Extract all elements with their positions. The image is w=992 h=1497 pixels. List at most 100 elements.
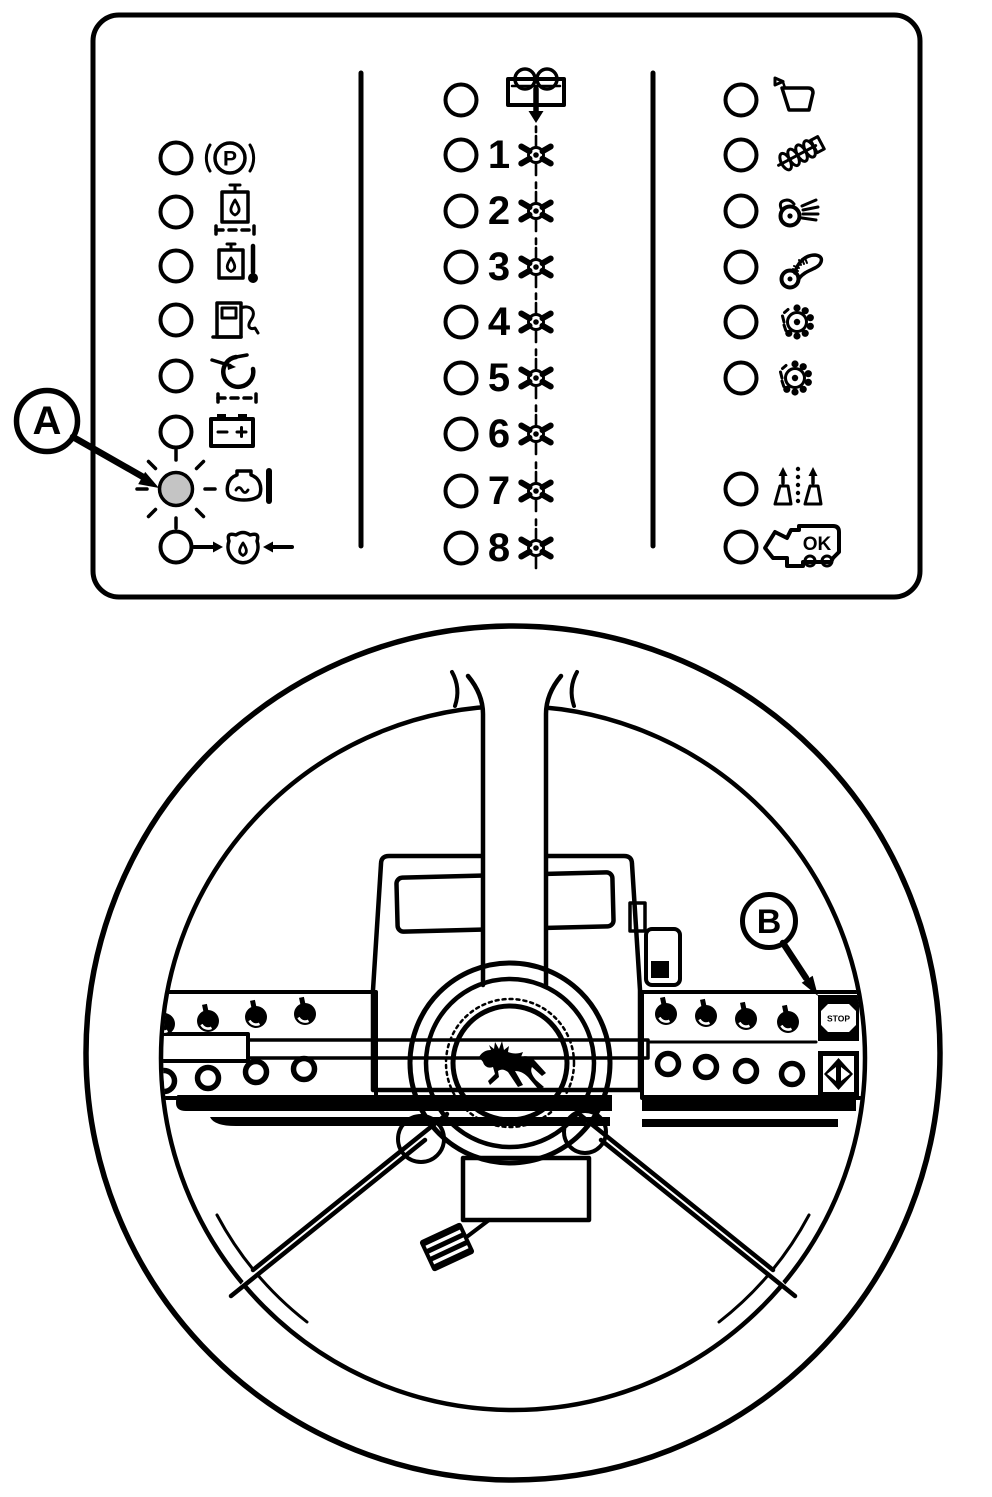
seed-meter-icon: [521, 463, 550, 512]
indicator-row-unit-7: 7: [443, 463, 551, 514]
indicator-row-hopper: [723, 76, 815, 118]
indicator-light: [443, 137, 479, 173]
console-button: [696, 1057, 717, 1078]
right-light-column: OK: [723, 76, 841, 568]
indicator-row-air-restriction: [158, 353, 258, 404]
indicator-light: [723, 529, 759, 565]
indicator-row-seed-delivery: [443, 67, 566, 123]
active-warning-light: [135, 448, 217, 530]
console-button: [246, 1062, 267, 1083]
seed-meter-icon: [521, 520, 550, 569]
stop-octagon: [821, 1004, 856, 1032]
hydraulic-oil-level-icon: [214, 183, 256, 236]
indicator-row-coolant-temperature: [135, 448, 272, 530]
indicator-row-unit-6: 6: [443, 406, 551, 457]
row-number: 2: [488, 189, 510, 233]
left-light-column: P: [135, 140, 294, 565]
seed-meter-icon: [521, 127, 550, 176]
monitor-housing: [370, 853, 643, 1093]
leaping-deer-logo: [479, 1041, 546, 1090]
row-number: 6: [488, 412, 510, 456]
console-knob: [653, 995, 679, 1027]
indicator-light: [158, 140, 194, 176]
seed-meter-icon: [521, 183, 550, 232]
indicator-light: [443, 473, 479, 509]
indicator-light: [158, 529, 194, 565]
indicator-light: [158, 414, 194, 450]
indicator-row-parking-brake: P: [158, 140, 256, 176]
diamond-icon: [824, 1058, 853, 1090]
indicator-light: [443, 193, 479, 229]
indicator-light: [723, 82, 759, 118]
console-knob: [243, 998, 269, 1030]
indicator-row-blower: [723, 193, 820, 229]
indicator-row-oil-pressure: [158, 529, 294, 565]
control-lever-knob: [419, 1222, 475, 1272]
monitor-side-notch: [628, 901, 647, 933]
monitor-bracket-pad: [651, 961, 669, 978]
indicator-row-oil-temperature: [158, 242, 258, 284]
hydraulic-oil-temperature-icon: [217, 242, 258, 283]
indicator-row-hydraulic-oil: [158, 183, 256, 236]
indicator-light: [723, 249, 759, 285]
indicator-row-battery: [158, 414, 255, 450]
column-bracket: [460, 1155, 592, 1223]
console-knob: [292, 995, 318, 1027]
indicator-row-unit-3: 3: [443, 239, 551, 290]
indicator-row-unit-8: 8: [443, 520, 551, 571]
console-button: [658, 1054, 679, 1075]
right-spoke-edge: [576, 1111, 776, 1273]
lever-rod: [246, 1038, 650, 1060]
indicator-row-fuel: [158, 301, 260, 339]
auger-icon: [777, 135, 826, 172]
row-number: 8: [488, 526, 510, 570]
row-number: 5: [488, 356, 510, 400]
callout-b-arrow: [779, 939, 810, 982]
callout-b-letter: B: [757, 903, 782, 941]
row-number: 7: [488, 469, 510, 513]
callout-a-letter: A: [33, 399, 62, 443]
parking-brake-icon: P: [204, 141, 256, 175]
indicator-panel: P: [13, 12, 923, 600]
coolant-temperature-icon: [225, 468, 272, 504]
console-knob: [775, 1003, 801, 1035]
steering-wheel: STOP: [83, 623, 943, 1483]
row-number: 1: [488, 133, 510, 177]
top-spoke-edge: [543, 673, 564, 988]
spoke-flare-tick: [450, 670, 460, 708]
seed-meter-drive-icon: [779, 358, 814, 398]
callout-b: B: [740, 892, 818, 996]
indicator-row-meter-drive-right: [723, 358, 814, 398]
wheel-rim-outer: [83, 623, 943, 1483]
indicator-light: [443, 249, 479, 285]
indicator-row-unit-4: 4: [443, 294, 551, 345]
indicator-row-unit-2: 2: [443, 183, 551, 234]
seed-delivery-icon: [506, 67, 566, 123]
indicator-row-meter-drive-left: [723, 302, 816, 342]
hub-ear-loop: [562, 1109, 608, 1155]
indicator-light: [158, 358, 194, 394]
spoke-flare-tick: [569, 670, 579, 708]
indicator-row-system-ok: OK: [723, 524, 841, 568]
indicator-light: [443, 82, 479, 118]
row-number: 3: [488, 245, 510, 289]
indicator-light: [723, 304, 759, 340]
seed-meter-icon: [521, 239, 550, 288]
top-spoke-edge: [465, 673, 486, 988]
callout-a: A: [13, 387, 159, 488]
seed-meter-icon: [521, 294, 550, 343]
indicator-light: [723, 471, 759, 507]
indicator-row-agitator: [723, 249, 824, 290]
stop-label: STOP: [827, 1014, 850, 1024]
battery-charge-icon: [209, 414, 255, 448]
console-lower-bar: [642, 1095, 856, 1111]
seed-meter-icon: [521, 406, 550, 455]
left-spoke-edge: [228, 1137, 428, 1299]
indicator-light: [723, 137, 759, 173]
console-button: [782, 1064, 803, 1085]
air-restriction-icon: [210, 353, 258, 404]
wheel-hub: [407, 960, 613, 1166]
lever-sleeve: [163, 1032, 250, 1063]
